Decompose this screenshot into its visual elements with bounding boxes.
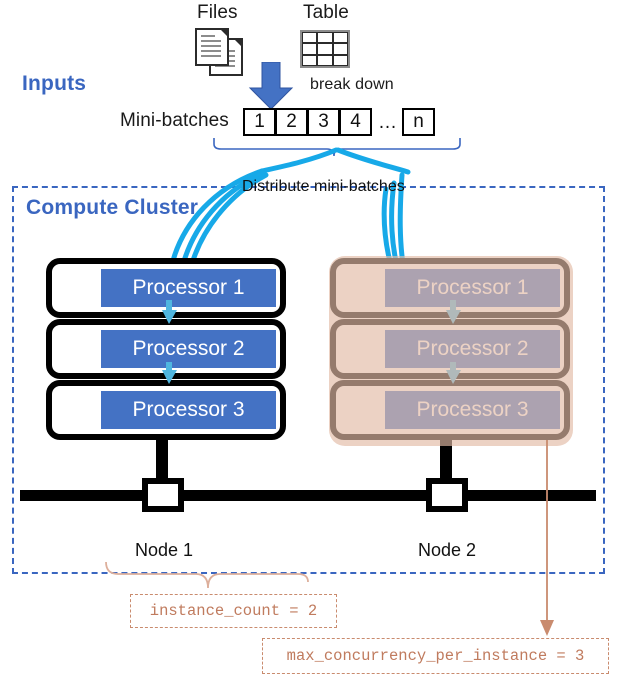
minibatch-ellipsis: … (378, 112, 397, 133)
node-2-stem (440, 440, 452, 482)
compute-cluster-box (12, 186, 605, 574)
annotation-instance-count: instance_count = 2 (130, 594, 337, 628)
distribute-label: Distribute mini-batches (242, 178, 405, 195)
minibatch-box-2: 2 (275, 108, 308, 136)
node-1: Processor 1 Processor 2 Processor 3 (20, 258, 312, 518)
table-label: Table (303, 2, 349, 23)
node-2-socket (426, 478, 468, 512)
table-icon (300, 30, 350, 68)
node-1-socket (142, 478, 184, 512)
node-2-label: Node 2 (418, 540, 477, 560)
node-2-processor-1-label: Processor 1 (385, 269, 560, 307)
minibatches-label: Mini-batches (120, 110, 229, 131)
down-arrow-icon (248, 62, 294, 110)
node-1-label: Node 1 (135, 540, 194, 560)
node-1-processor-1-label: Processor 1 (101, 269, 276, 307)
node-1-stem (156, 440, 168, 482)
annotation-max-concurrency: max_concurrency_per_instance = 3 (262, 638, 609, 674)
node-1-processor-3-label: Processor 3 (101, 391, 276, 429)
minibatch-box-3: 3 (307, 108, 340, 136)
inputs-heading: Inputs (22, 72, 87, 95)
minibatch-box-1: 1 (243, 108, 276, 136)
compute-cluster-heading: Compute Cluster (26, 196, 199, 219)
minibatch-box-n: n (402, 108, 435, 136)
node-2-processor-2-label: Processor 2 (385, 330, 560, 368)
node-2-processor-3-label: Processor 3 (385, 391, 560, 429)
node-2: Processor 1 Processor 2 Processor 3 (304, 258, 596, 518)
files-label: Files (197, 2, 238, 23)
instance-count-connector (105, 562, 309, 589)
node-1-processor-2-label: Processor 2 (101, 330, 276, 368)
files-icon (193, 28, 249, 76)
minibatch-box-4: 4 (339, 108, 372, 136)
max-concurrency-connector (540, 440, 554, 636)
minibatch-brace (213, 138, 461, 157)
break-down-label: break down (310, 76, 394, 93)
